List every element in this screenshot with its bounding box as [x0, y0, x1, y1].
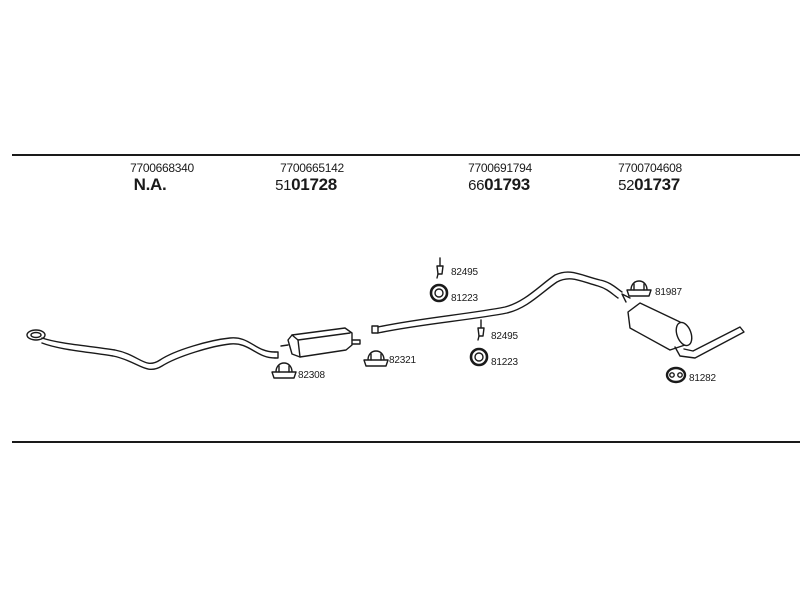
hanger-82495-top-icon	[436, 257, 444, 279]
ring-81282-icon	[665, 366, 687, 384]
part-code-4: 5201737	[618, 175, 680, 195]
centre-silencer	[280, 327, 361, 358]
part-code-prefix-2: 51	[275, 177, 292, 194]
oem-number-4: 7700704608	[618, 161, 682, 175]
clamp-82321-icon	[363, 350, 389, 367]
part-code-3: 6601793	[468, 175, 530, 195]
label-ring-81223-bottom: 81223	[491, 357, 518, 368]
part-code-main-4: 01737	[634, 175, 680, 194]
part-code-main-3: 01793	[484, 175, 530, 194]
label-ring-81223-top: 81223	[451, 293, 478, 304]
part-code-prefix-3: 66	[468, 177, 485, 194]
top-rule	[12, 154, 800, 156]
intermediate-pipe	[371, 271, 623, 334]
ring-81223-top-icon	[429, 283, 449, 303]
label-clamp-82321: 82321	[389, 355, 416, 366]
clamp-82308-icon	[271, 362, 297, 379]
hanger-82495-bottom-icon	[477, 319, 485, 341]
label-hanger-82495-bottom: 82495	[491, 331, 518, 342]
part-code-2: 5101728	[275, 175, 337, 195]
part-code-main-1: N.A.	[133, 175, 167, 194]
ring-81223-bottom-icon	[469, 347, 489, 367]
rear-silencer	[621, 293, 745, 359]
label-ring-81282: 81282	[689, 373, 716, 384]
oem-number-1: 7700668340	[130, 161, 194, 175]
label-hanger-82495-top: 82495	[451, 267, 478, 278]
label-clamp-81987: 81987	[655, 287, 682, 298]
clamp-81987-icon	[626, 280, 652, 297]
part-code-1: N.A.	[134, 175, 167, 195]
part-code-main-2: 01728	[291, 175, 337, 194]
oem-number-2: 7700665142	[280, 161, 344, 175]
oem-number-3: 7700691794	[468, 161, 532, 175]
front-pipe	[26, 329, 279, 371]
bottom-rule	[12, 441, 800, 443]
label-clamp-82308: 82308	[298, 370, 325, 381]
part-code-prefix-4: 52	[618, 177, 635, 194]
